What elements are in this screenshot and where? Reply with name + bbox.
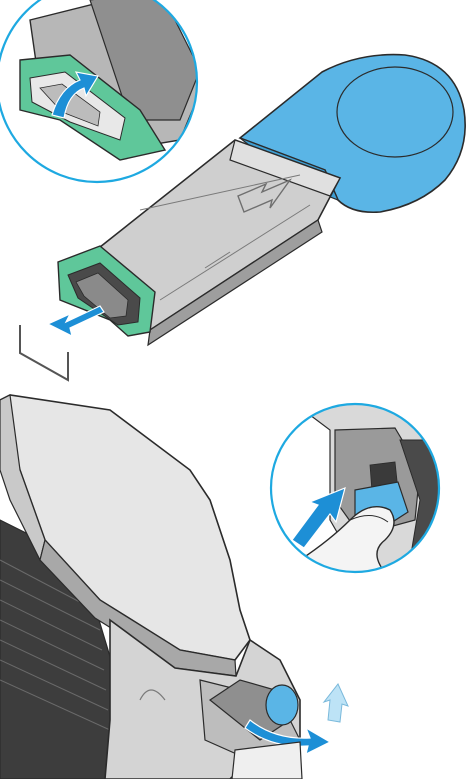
push-cartridge-detail [270, 400, 440, 580]
arrow-left-icon [48, 306, 104, 336]
staple-cartridge-figure [0, 0, 465, 380]
cartridge-latch-detail [0, 0, 210, 190]
stapler-unit-figure [0, 395, 440, 779]
staple-icon [20, 325, 68, 380]
arrow-up-icon [324, 684, 348, 722]
